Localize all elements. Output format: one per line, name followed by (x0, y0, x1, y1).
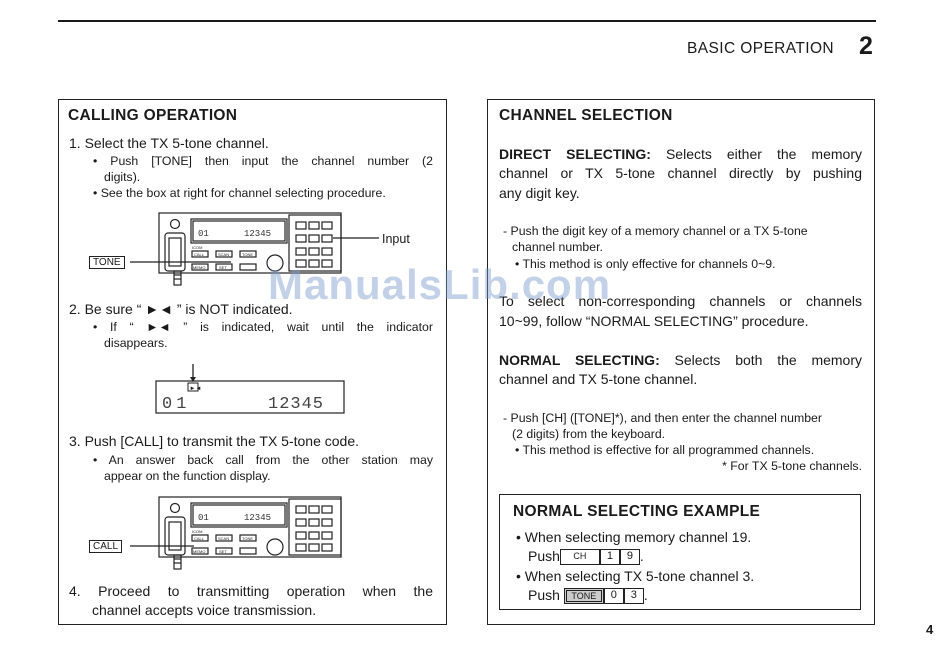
radio-diagram-tone: 01 12345 ICOM CALL SCAN TONE MEMO SET (130, 212, 379, 286)
step-1-bullet-b: • See the box at right for channel selec… (93, 186, 386, 200)
normal-selecting-text: Selects both the memory (674, 352, 862, 368)
ch-key: CH (559, 549, 600, 566)
top-rule (58, 20, 876, 22)
select-line1: To select non-corresponding channels or … (499, 293, 862, 309)
step-2-bullet: • If “ ►◄ ” is indicated, wait until the… (93, 320, 433, 334)
brand-label: ICOM (192, 529, 202, 534)
section-title: BASIC OPERATION (687, 40, 834, 57)
period: . (643, 587, 648, 603)
step-1: 1. Select the TX 5-tone channel. (69, 135, 269, 151)
normal-note-footnote: * For TX 5-tone channels. (722, 459, 862, 473)
step-2-bullet-cont: disappears. (104, 336, 168, 350)
normal-selecting-label: NORMAL SELECTING: (499, 352, 660, 368)
tone-key: TONE (563, 588, 604, 605)
lcd-channel: 01 (198, 513, 209, 523)
radio-call-key: CALL (194, 536, 205, 541)
svg-text:►◄: ►◄ (190, 386, 202, 392)
direct-note-3: • This method is only effective for chan… (515, 257, 776, 271)
direct-selecting-line1: DIRECT SELECTING: Selects either the mem… (499, 144, 862, 164)
step-3-bullet-cont: appear on the function display. (104, 469, 271, 483)
digit-key-9: 9 (619, 549, 640, 566)
normal-note-1: - Push [CH] ([TONE]*), and then enter th… (503, 411, 822, 425)
display-channel: 01 (162, 395, 190, 414)
step-4-cont: channel accepts voice transmission. (92, 602, 317, 618)
radio-scan-key: SCAN (218, 536, 229, 541)
channel-selection-panel (487, 99, 875, 625)
brand-label: ICOM (192, 245, 202, 250)
tone-key-tag: TONE (89, 256, 125, 269)
input-label: Input (382, 232, 410, 246)
radio-diagram-call: 01 12345 ICOM CALL SCAN TONE MEMO SET (130, 496, 342, 570)
select-line2: 10~99, follow “NORMAL SELECTING” procedu… (499, 313, 809, 329)
example-line-2: • When selecting TX 5-tone channel 3. (516, 568, 755, 584)
direct-selecting-line2: channel or TX 5-tone channel directly by… (499, 165, 862, 181)
page-number: 4 (926, 622, 934, 637)
direct-selecting-text: Selects either the memory (665, 146, 862, 162)
normal-selecting-line2: channel and TX 5-tone channel. (499, 371, 698, 387)
radio-tone-key: TONE (242, 252, 253, 257)
radio-call-key: CALL (194, 252, 205, 257)
radio-scan-key: SCAN (218, 252, 229, 257)
example-line-1: • When selecting memory channel 19. (516, 529, 752, 545)
display-code: 12345 (268, 395, 324, 414)
example-title: NORMAL SELECTING EXAMPLE (513, 503, 761, 520)
lcd-channel: 01 (198, 229, 209, 239)
call-key-tag: CALL (89, 540, 123, 553)
step-3: 3. Push [CALL] to transmit the TX 5-tone… (69, 433, 360, 449)
radio-memo-key: MEMO (193, 265, 205, 270)
digit-key-3: 3 (623, 588, 644, 605)
radio-memo-key: MEMO (193, 549, 205, 554)
step-1-bullet-a-cont: digits). (104, 170, 141, 184)
lcd-code: 12345 (244, 513, 271, 523)
direct-selecting-label: DIRECT SELECTING: (499, 146, 651, 162)
step-4: 4. Proceed to transmitting operation whe… (69, 583, 433, 599)
radio-set-key: SET (219, 265, 227, 270)
radio-set-key: SET (219, 549, 227, 554)
step-2: 2. Be sure “ ►◄ ” is NOT indicated. (69, 301, 293, 317)
normal-selecting-example-box (499, 494, 861, 610)
direct-note-1: - Push the digit key of a memory channel… (503, 224, 808, 238)
normal-note-2: (2 digits) from the keyboard. (512, 427, 666, 441)
channel-selection-title: CHANNEL SELECTION (499, 107, 673, 124)
digit-key-0: 0 (603, 588, 624, 605)
calling-operation-panel (58, 99, 447, 625)
normal-note-3: • This method is effective for all progr… (515, 443, 815, 457)
watermark: ManualsLib.com (268, 261, 612, 308)
push-label: Push (528, 548, 560, 564)
lcd-code: 12345 (244, 229, 271, 239)
digit-key-1: 1 (599, 549, 620, 566)
direct-selecting-line3: any digit key. (499, 185, 580, 201)
push-label: Push (528, 587, 560, 603)
chapter-number: 2 (859, 32, 873, 60)
function-display: ►◄ 01 12345 (155, 364, 345, 414)
step-3-bullet: • An answer back call from the other sta… (93, 453, 433, 467)
radio-tone-key: TONE (242, 536, 253, 541)
period: . (639, 548, 644, 564)
direct-note-2: channel number. (512, 240, 603, 254)
step-1-bullet-a: • Push [TONE] then input the channel num… (93, 154, 433, 168)
calling-operation-title: CALLING OPERATION (68, 107, 238, 124)
normal-selecting-line1: NORMAL SELECTING: Selects both the memor… (499, 350, 862, 370)
